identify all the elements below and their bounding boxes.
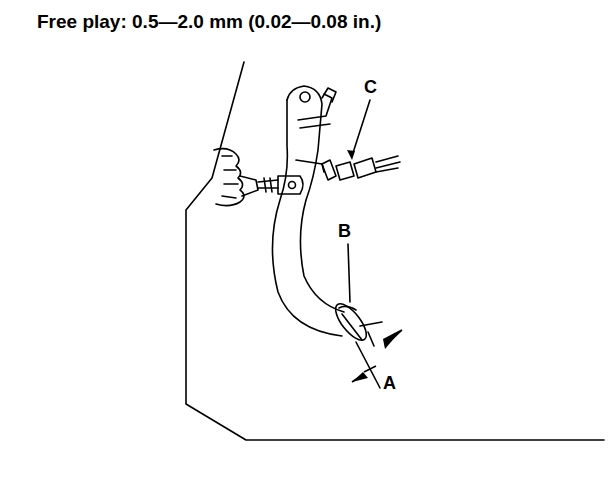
- arrowhead: [347, 150, 355, 160]
- heading-title: Free play: 0.5—2.0 mm (0.02—0.08 in.): [37, 12, 381, 31]
- callout-letter: C: [364, 78, 377, 96]
- return-spring: [322, 88, 336, 102]
- push-rod: [258, 176, 303, 194]
- pedal-pad: [330, 299, 371, 345]
- leader-line: [348, 244, 350, 302]
- callout-letter: A: [383, 374, 396, 392]
- firewall-outline: [186, 62, 604, 440]
- leader-line: [352, 100, 370, 156]
- clutch-switch: [322, 156, 400, 180]
- callout-letter: B: [338, 222, 351, 240]
- pedal-arm: [272, 86, 344, 336]
- master-cylinder-boot: [214, 149, 258, 206]
